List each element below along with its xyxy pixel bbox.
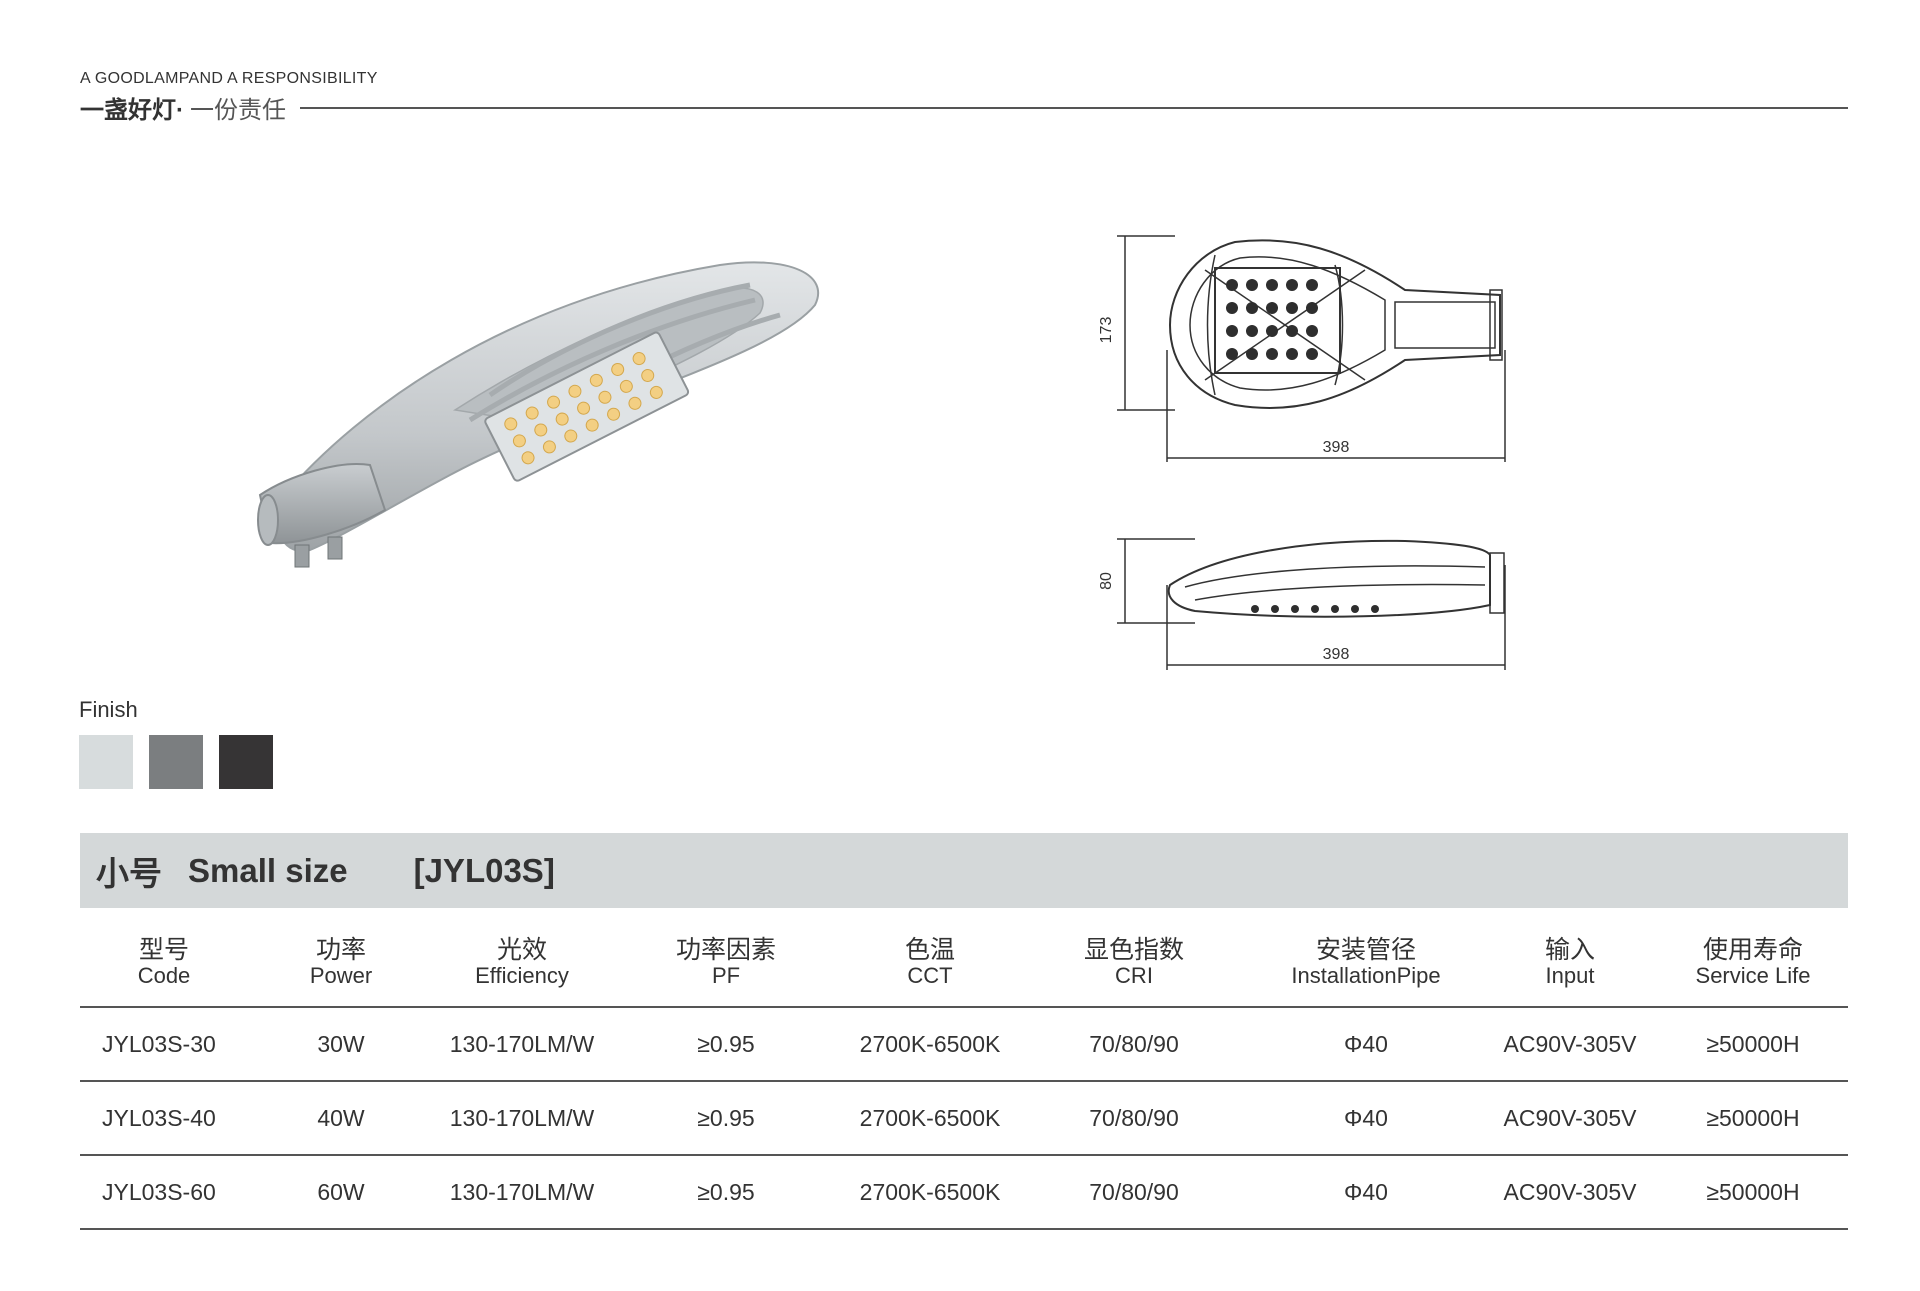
cell-power: 30W [317, 1030, 365, 1057]
cell-code: JYL03S-30 [102, 1030, 216, 1057]
cell-cri: 70/80/90 [1089, 1104, 1179, 1131]
cell-power: 40W [317, 1104, 365, 1131]
finish-swatch-dark-grey [149, 735, 203, 789]
table-row: JYL03S-40 40W 130-170LM/W ≥0.95 2700K-65… [80, 1082, 1848, 1156]
cell-efficiency: 130-170LM/W [449, 1178, 595, 1205]
size-title-chinese: 小号 [96, 854, 162, 892]
cell-code: JYL03S-60 [102, 1178, 216, 1205]
cell-cct: 2700K-6500K [859, 1178, 1001, 1205]
cell-efficiency: 130-170LM/W [449, 1104, 595, 1131]
cell-installation-pipe: Φ40 [1344, 1030, 1388, 1057]
finish-swatch-light-grey [79, 735, 133, 789]
cell-cct: 2700K-6500K [859, 1030, 1001, 1057]
finish-section: Finish [79, 697, 273, 789]
cell-cri: 70/80/90 [1089, 1178, 1179, 1205]
cell-installation-pipe: Φ40 [1344, 1178, 1388, 1205]
finish-swatches [79, 735, 273, 789]
side-view-drawing: 80 398 [1098, 538, 1506, 670]
cell-power: 60W [317, 1178, 365, 1205]
finish-swatch-black [219, 735, 273, 789]
tagline-english: A GOODLAMPAND A RESPONSIBILITY [80, 70, 378, 87]
cell-input: AC90V-305V [1503, 1104, 1637, 1131]
tagline-chinese-light: 一份责任 [190, 97, 286, 124]
cell-code: JYL03S-40 [102, 1104, 216, 1131]
table-row: JYL03S-60 60W 130-170LM/W ≥0.95 2700K-65… [80, 1156, 1848, 1230]
cell-cri: 70/80/90 [1089, 1030, 1179, 1057]
cell-cct: 2700K-6500K [859, 1104, 1001, 1131]
size-model-code: [JYL03S] [413, 851, 555, 889]
top-width-label: 398 [1323, 439, 1350, 456]
top-view-drawing: 173 398 [1098, 235, 1506, 462]
cell-installation-pipe: Φ40 [1344, 1104, 1388, 1131]
side-width-label: 398 [1323, 646, 1350, 663]
tagline-chinese-bold: 一盏好灯· [80, 97, 184, 124]
cell-input: AC90V-305V [1503, 1178, 1637, 1205]
top-height-label: 173 [1098, 317, 1115, 344]
street-light-photo [257, 261, 820, 568]
page-header: A GOODLAMPAND A RESPONSIBILITY 一盏好灯· 一份责… [80, 70, 1848, 125]
header-divider [300, 106, 1848, 109]
cell-service-life: ≥50000H [1706, 1104, 1800, 1131]
tagline-row: 一盏好灯· 一份责任 [80, 90, 1848, 125]
size-title-english: Small size [188, 851, 348, 889]
size-title-bar: 小号 Small size [JYL03S] [80, 833, 1848, 908]
cell-input: AC90V-305V [1503, 1030, 1637, 1057]
cell-pf: ≥0.95 [697, 1178, 755, 1205]
cell-pf: ≥0.95 [697, 1104, 755, 1131]
finish-label: Finish [79, 697, 138, 722]
table-row: JYL03S-30 30W 130-170LM/W ≥0.95 2700K-65… [80, 1008, 1848, 1082]
cell-pf: ≥0.95 [697, 1030, 755, 1057]
cell-service-life: ≥50000H [1706, 1178, 1800, 1205]
cell-service-life: ≥50000H [1706, 1030, 1800, 1057]
side-height-label: 80 [1098, 572, 1115, 590]
cell-efficiency: 130-170LM/W [449, 1030, 595, 1057]
